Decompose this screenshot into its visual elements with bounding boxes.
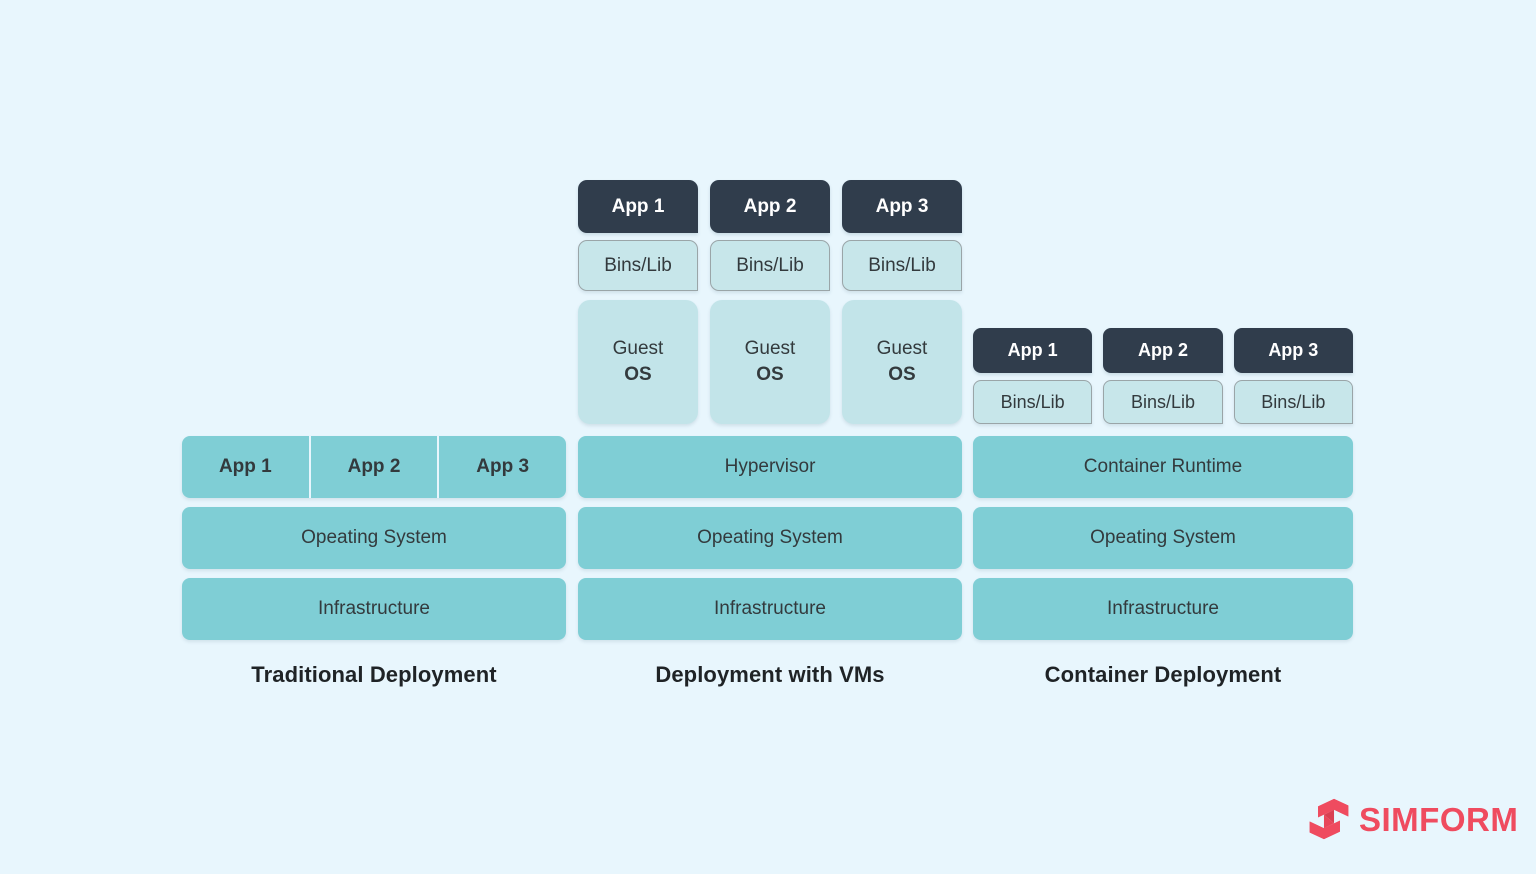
container-binslib-3: Bins/Lib <box>1233 380 1353 424</box>
spacer <box>1103 373 1222 380</box>
spacer <box>842 291 962 300</box>
vm-guest-os-2-bottom: OS <box>756 364 784 385</box>
caption-deployment-with-vms: Deployment with VMs <box>655 662 885 687</box>
containers-operating-system-bar: Opeating System <box>973 507 1353 569</box>
spacer <box>973 373 1092 380</box>
vm-binslib-1: Bins/Lib <box>578 240 698 291</box>
vm-stack-row: App 1 Bins/Lib Guest OS App 2 Bins/Lib G… <box>578 180 962 424</box>
column-container-deployment: App 1 Bins/Lib App 2 Bins/Lib App 3 Bins… <box>973 120 1353 640</box>
vm-guest-os-1-bottom: OS <box>624 364 652 385</box>
simform-logo: SIMFORM <box>1308 798 1518 840</box>
traditional-infrastructure-bar: Infrastructure <box>182 578 566 640</box>
spacer <box>578 424 962 436</box>
spacer <box>973 424 1353 436</box>
simform-s-mark-icon <box>1309 798 1349 840</box>
container-app-1: App 1 <box>973 328 1093 373</box>
simform-wordmark: SIMFORM <box>1359 800 1519 838</box>
vm-stack-3: App 3 Bins/Lib Guest OS <box>842 180 962 424</box>
containers-infrastructure-bar: Infrastructure <box>973 578 1353 640</box>
traditional-app-1: App 1 <box>182 436 311 498</box>
container-binslib-1: Bins/Lib <box>973 380 1093 424</box>
spacer <box>710 233 830 240</box>
vms-infrastructure-bar: Infrastructure <box>578 578 962 640</box>
vm-guest-os-3-bottom: OS <box>888 364 916 385</box>
traditional-app-strip: App 1 App 2 App 3 <box>182 436 566 498</box>
container-binslib-2: Bins/Lib <box>1103 380 1223 424</box>
vm-guest-os-2: Guest OS <box>710 300 830 424</box>
column-deployment-with-vms: App 1 Bins/Lib Guest OS App 2 Bins/Lib G… <box>578 120 962 640</box>
vm-binslib-3: Bins/Lib <box>842 240 962 291</box>
spacer <box>842 233 962 240</box>
container-stack-2: App 2 Bins/Lib <box>1103 328 1223 424</box>
traditional-operating-system-bar: Opeating System <box>182 507 566 569</box>
containers-runtime-bar: Container Runtime <box>973 436 1353 498</box>
vm-app-1: App 1 <box>578 180 698 233</box>
caption-traditional-deployment: Traditional Deployment <box>251 662 497 687</box>
vm-guest-os-1: Guest OS <box>578 300 698 424</box>
column-traditional-deployment: App 1 App 2 App 3 Opeating System Infras… <box>182 120 566 640</box>
traditional-app-3: App 3 <box>439 436 566 498</box>
vm-stack-2: App 2 Bins/Lib Guest OS <box>710 180 830 424</box>
spacer <box>182 498 566 507</box>
spacer <box>973 569 1353 578</box>
spacer <box>1234 373 1353 380</box>
container-stack-3: App 3 Bins/Lib <box>1233 328 1353 424</box>
vms-hypervisor-bar: Hypervisor <box>578 436 962 498</box>
vm-guest-os-3-top: Guest <box>876 338 928 360</box>
spacer <box>973 498 1353 507</box>
vm-stack-1: App 1 Bins/Lib Guest OS <box>578 180 698 424</box>
container-stack-row: App 1 Bins/Lib App 2 Bins/Lib App 3 Bins… <box>973 328 1353 424</box>
spacer <box>182 569 566 578</box>
vm-guest-os-2-top: Guest <box>744 338 796 360</box>
spacer <box>710 291 830 300</box>
caption-container-deployment: Container Deployment <box>1044 662 1282 687</box>
spacer <box>578 233 698 240</box>
container-app-2: App 2 <box>1103 328 1223 373</box>
spacer <box>578 569 962 578</box>
vm-app-3: App 3 <box>842 180 962 233</box>
vm-app-2: App 2 <box>710 180 830 233</box>
container-stack-1: App 1 Bins/Lib <box>973 328 1093 424</box>
container-app-3: App 3 <box>1233 328 1353 373</box>
spacer <box>578 291 698 300</box>
vm-guest-os-3: Guest OS <box>842 300 962 424</box>
spacer <box>578 498 962 507</box>
vm-binslib-2: Bins/Lib <box>710 240 830 291</box>
vm-guest-os-1-top: Guest <box>612 338 664 360</box>
traditional-app-2: App 2 <box>310 436 440 498</box>
vms-operating-system-bar: Opeating System <box>578 507 962 569</box>
